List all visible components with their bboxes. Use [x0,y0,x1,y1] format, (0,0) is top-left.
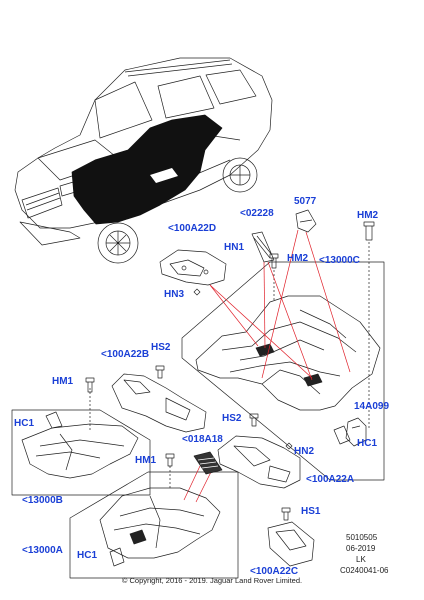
callout-02228[interactable]: <02228 [240,208,274,219]
callout-hm2-mid[interactable]: HM2 [287,253,309,264]
group-box-13000b [11,409,151,496]
callout-hc1-left[interactable]: HC1 [14,418,35,429]
callout-13000a[interactable]: <13000A [22,545,63,556]
fastener-hn2 [285,442,293,450]
group-box-13000c [181,261,385,481]
callout-100a22c[interactable]: <100A22C [250,566,299,577]
callout-100a22b[interactable]: <100A22B [101,349,150,360]
part-100a22b [111,373,207,433]
pin-hm2-top [363,221,375,241]
part-14a099 [345,417,367,447]
callout-100a22d[interactable]: <100A22D [168,223,217,234]
diagram-date: 06-2019 [346,544,376,553]
callout-hs1[interactable]: HS1 [301,506,321,517]
fastener-hn3 [193,288,201,296]
clip-hc1-bottom [109,547,125,567]
part-100a22a [217,435,301,489]
group-box-13000a [69,471,239,579]
carpet-13000c [195,295,381,411]
callout-hs2-top[interactable]: HS2 [151,342,171,353]
pin-hm1-left [85,377,95,393]
part-02228 [251,231,275,263]
callout-hs2-mid[interactable]: HS2 [222,413,242,424]
callout-hn1[interactable]: HN1 [224,242,245,253]
callout-100a22a[interactable]: <100A22A [306,474,355,485]
callout-hm1-mid[interactable]: HM1 [135,455,157,466]
carpet-13000a [99,487,221,559]
pin-hm1-mid [165,453,175,467]
callout-13000c[interactable]: <13000C [319,255,360,266]
part-5077 [295,209,317,233]
callout-hn2[interactable]: HN2 [294,446,315,457]
pin-hs1 [281,507,291,521]
callout-018a18[interactable]: <018A18 [182,434,223,445]
part-100a22c [267,521,315,567]
diagram-code: 5010505 [346,533,378,542]
clip-hc1-right [333,425,351,445]
pin-hs2-mid [249,413,259,427]
callout-5077[interactable]: 5077 [294,196,317,207]
diagram-figure-id: C0240041-06 [340,566,389,575]
leader-lines [183,229,351,503]
carpet-silhouette [71,114,223,225]
callout-14a099[interactable]: 14A099 [354,401,390,412]
callout-hm1-left[interactable]: HM1 [52,376,74,387]
diagram-initials: LK [356,555,366,564]
callout-hc1-bottom[interactable]: HC1 [77,550,98,561]
carpet-13000b [21,423,139,479]
clip-hc1-left [45,411,63,429]
callout-hn3[interactable]: HN3 [164,289,185,300]
part-100a22d [159,249,227,286]
pin-hs2-top [155,365,165,379]
copyright-notice: © Copyright, 2016 - 2019. Jaguar Land Ro… [121,576,303,585]
callout-hc1-right[interactable]: HC1 [357,438,378,449]
callout-13000b[interactable]: <13000B [22,495,63,506]
pin-hm2-mid [269,253,279,269]
callout-hm2-top[interactable]: HM2 [357,210,379,221]
